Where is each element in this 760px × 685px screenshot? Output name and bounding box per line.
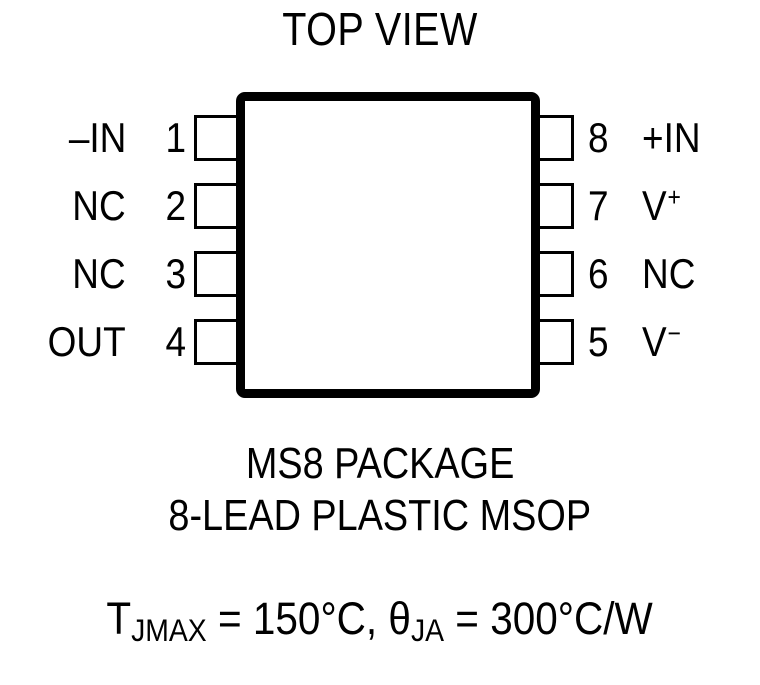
pin-label-8: +IN — [642, 117, 701, 159]
pin-row-8: 8 +IN — [588, 115, 760, 161]
pin-label-5-sign: − — [667, 318, 681, 349]
pin-lead-1 — [194, 115, 240, 161]
pin-number-2: 2 — [165, 182, 186, 229]
package-body-outline — [236, 92, 540, 398]
pin-label-5-text: V — [642, 318, 667, 365]
pin-number-1: 1 — [165, 114, 186, 161]
tjmax-subscript: JMAX — [131, 611, 208, 648]
pin-row-1: –IN 1 — [0, 115, 186, 161]
thermal-separator: , — [366, 593, 389, 644]
pin-label-4: OUT — [47, 318, 126, 365]
pin-label-7-text: V — [642, 182, 667, 229]
package-name-line: MS8 PACKAGE — [0, 439, 760, 488]
pin-label-6-text: NC — [642, 250, 696, 297]
package-description-line: 8-LEAD PLASTIC MSOP — [0, 491, 760, 540]
pin-number-8: 8 — [588, 114, 609, 161]
pin-lead-2 — [194, 183, 240, 229]
pin-label-5: V− — [642, 318, 681, 365]
pin-number-3: 3 — [165, 250, 186, 297]
pin-number-5: 5 — [588, 318, 609, 365]
tjmax-symbol: T — [106, 593, 132, 644]
tjmax-equals: = — [207, 593, 254, 644]
pin-row-3: NC 3 — [0, 251, 186, 297]
tjmax-value: 150°C — [253, 593, 367, 644]
pin-number-7: 7 — [588, 182, 609, 229]
pin-row-5: 5 V− — [588, 319, 760, 365]
theta-ja-equals: = — [444, 593, 491, 644]
pin-row-4: OUT 4 — [0, 319, 186, 365]
theta-ja-subscript: JA — [411, 611, 445, 648]
pin-label-2: NC — [72, 182, 126, 229]
package-description-text: 8-LEAD PLASTIC MSOP — [168, 491, 592, 540]
pin-row-7: 7 V+ — [588, 183, 760, 229]
pin-label-3: NC — [72, 250, 126, 297]
pin-label-6: NC — [642, 253, 695, 295]
pin-row-2: NC 2 — [0, 183, 186, 229]
package-name-text: MS8 PACKAGE — [245, 439, 515, 488]
thermal-spec-line: TJMAX = 150°C, θJA = 300°C/W — [0, 593, 760, 646]
pin-label-7-sign: + — [667, 182, 681, 213]
pin-label-8-text: +IN — [642, 114, 701, 161]
pin-lead-4 — [194, 319, 240, 365]
pin-number-6: 6 — [588, 250, 609, 297]
pin-row-6: 6 NC — [588, 251, 760, 297]
pin-label-1: –IN — [68, 114, 126, 161]
theta-ja-value: 300°C/W — [490, 593, 654, 644]
pin-label-7: V+ — [642, 182, 681, 229]
diagram-title: TOP VIEW — [282, 3, 478, 55]
pin-lead-3 — [194, 251, 240, 297]
theta-ja-symbol: θ — [388, 593, 412, 644]
thermal-spec-text: TJMAX = 150°C, θJA = 300°C/W — [106, 593, 654, 646]
pin-number-4: 4 — [165, 318, 186, 365]
